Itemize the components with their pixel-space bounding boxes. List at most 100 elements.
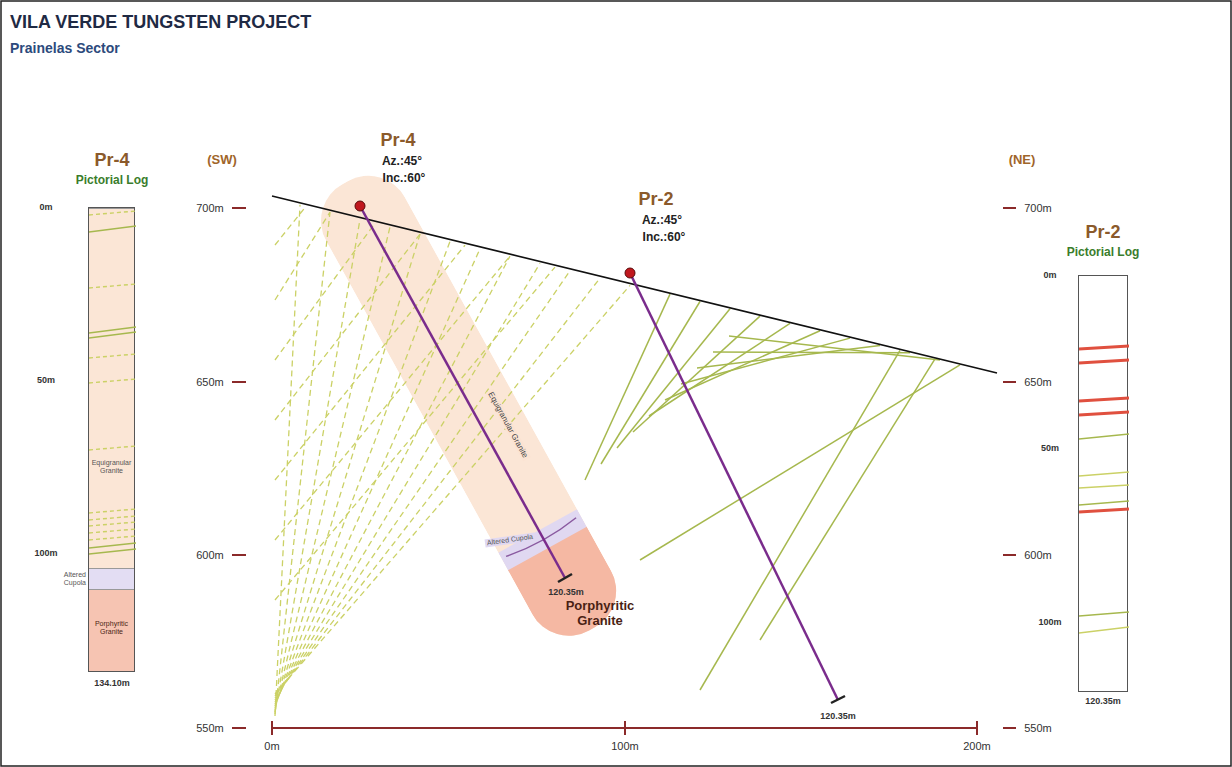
log-vein xyxy=(1079,612,1129,616)
quartz-vein xyxy=(275,285,630,694)
log-vein xyxy=(1079,485,1129,488)
quartz-vein xyxy=(275,206,306,245)
log-depth: 100m xyxy=(34,548,57,558)
log-veins xyxy=(1079,276,1129,693)
quartz-vein xyxy=(275,245,465,480)
layer-label: Porphyritic Granite xyxy=(89,620,134,635)
quartz-vein xyxy=(697,345,880,368)
quartz-vein xyxy=(275,278,600,696)
title: VILA VERDE TUNGSTEN PROJECT xyxy=(10,12,311,33)
scale-value: 200m xyxy=(963,740,991,753)
log-depth-total: 134.10m xyxy=(62,678,162,688)
elevation: 650m xyxy=(1024,376,1052,389)
quartz-vein xyxy=(275,223,375,360)
log-vein xyxy=(89,354,136,358)
log-vein xyxy=(1079,509,1129,512)
log-title: Pr-2 xyxy=(1053,222,1153,243)
log-vein xyxy=(89,379,136,383)
log-depth-total: 120.35m xyxy=(1053,696,1153,706)
log-vein xyxy=(89,543,136,548)
pictorial-log: Pr-4Pictorial Log 134.10m Equigranular Gra… xyxy=(62,150,162,700)
quartz-vein xyxy=(275,271,570,698)
subtitle: Prainelas Sector xyxy=(10,40,120,56)
log-layer: Porphyritic Granite xyxy=(89,589,134,671)
log-vein xyxy=(89,536,136,540)
log-vein xyxy=(1079,360,1129,363)
log-vein xyxy=(89,284,136,288)
log-vein xyxy=(89,226,136,232)
log-depth: 0m xyxy=(1043,270,1056,280)
log-vein xyxy=(1079,627,1129,633)
log-depth: 50m xyxy=(37,375,55,385)
quartz-vein xyxy=(649,323,790,416)
log-vein xyxy=(1079,398,1129,401)
hole-name: Pr-4 xyxy=(380,130,415,151)
log-column xyxy=(1078,275,1128,692)
quartz-vein xyxy=(275,256,510,702)
quartz-vein xyxy=(585,294,670,480)
elevation: 650m xyxy=(196,376,224,389)
quartz-vein xyxy=(275,212,330,714)
azimuth: Az.:45° xyxy=(382,155,422,169)
log-vein xyxy=(89,332,136,338)
collar xyxy=(355,201,365,211)
layer-label: Altered Cupola xyxy=(53,571,86,586)
log-vein xyxy=(89,516,136,520)
quartz-vein xyxy=(275,227,390,710)
quartz-vein xyxy=(275,256,510,540)
quartz-vein xyxy=(275,212,330,300)
log-depth: 100m xyxy=(1038,617,1061,627)
quartz-vein xyxy=(275,263,540,700)
log-vein xyxy=(89,509,136,513)
quartz-vein xyxy=(665,331,820,400)
unit-label: Porphyritic Granite xyxy=(555,599,645,629)
log-vein xyxy=(89,211,136,215)
quartz-vein xyxy=(760,359,935,640)
direction: (NE) xyxy=(1009,153,1036,168)
log-depth: 0m xyxy=(39,202,52,212)
quartz-vein xyxy=(681,338,850,384)
scale-value: 100m xyxy=(611,740,639,753)
inclination: Inc.:60° xyxy=(643,231,686,245)
hole-name: Pr-2 xyxy=(638,189,673,210)
quartz-vein xyxy=(729,336,940,360)
log-vein xyxy=(89,327,136,333)
log-veins xyxy=(89,208,136,673)
log-vein xyxy=(1079,434,1129,439)
log-vein xyxy=(89,549,136,554)
log-title: Pr-4 xyxy=(62,150,162,171)
log-column: Equigranular GraniteAltered CupolaPorphy… xyxy=(88,207,135,672)
log-subtitle: Pictorial Log xyxy=(62,174,162,188)
elevation-ticks xyxy=(232,208,1016,728)
quartz-vein xyxy=(275,241,450,706)
veins xyxy=(275,205,960,716)
log-vein xyxy=(89,522,136,526)
log-vein xyxy=(1079,412,1129,415)
direction: (SW) xyxy=(207,153,237,168)
quartz-vein xyxy=(275,234,420,708)
elevation: 550m xyxy=(1024,722,1052,735)
granite-body xyxy=(306,161,635,658)
log-vein xyxy=(1079,472,1129,476)
scale-bar xyxy=(272,721,977,735)
scale-value: 0m xyxy=(264,740,279,753)
log-vein xyxy=(89,446,136,450)
hole-depth: 120.35m xyxy=(548,587,584,597)
elevation: 550m xyxy=(196,722,224,735)
elevation: 600m xyxy=(1024,549,1052,562)
log-subtitle: Pictorial Log xyxy=(1053,246,1153,260)
log-vein xyxy=(89,529,136,533)
drillhole-traces xyxy=(360,206,845,703)
log-depth: 50m xyxy=(1041,443,1059,453)
quartz-vein xyxy=(275,267,555,600)
log-vein xyxy=(1079,346,1129,349)
log-layer: Altered Cupola xyxy=(89,568,134,589)
inclination: Inc.:60° xyxy=(383,172,426,186)
elevation: 700m xyxy=(196,202,224,215)
porphyritic-granite xyxy=(508,527,631,651)
hole-depth: 120.35m xyxy=(820,711,856,721)
log-vein xyxy=(1079,501,1129,505)
elevation: 700m xyxy=(1024,202,1052,215)
collar xyxy=(625,268,635,278)
